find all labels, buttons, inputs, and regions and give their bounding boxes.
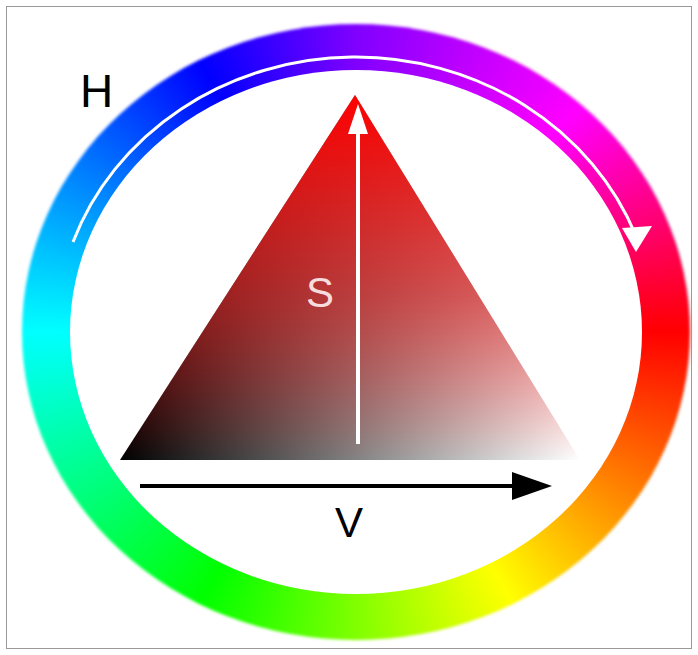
saturation-gradient: [120, 95, 580, 460]
hue-arrowhead: [622, 226, 652, 252]
hue-label: H: [80, 68, 113, 114]
value-gradient: [120, 95, 580, 460]
saturation-arrowhead: [348, 104, 368, 134]
value-arrow: [140, 484, 515, 488]
frame: [7, 7, 692, 649]
value-label: V: [335, 502, 363, 544]
saturation-arrow: [356, 132, 360, 444]
saturation-label: S: [306, 272, 334, 314]
value-arrowhead: [512, 472, 552, 500]
